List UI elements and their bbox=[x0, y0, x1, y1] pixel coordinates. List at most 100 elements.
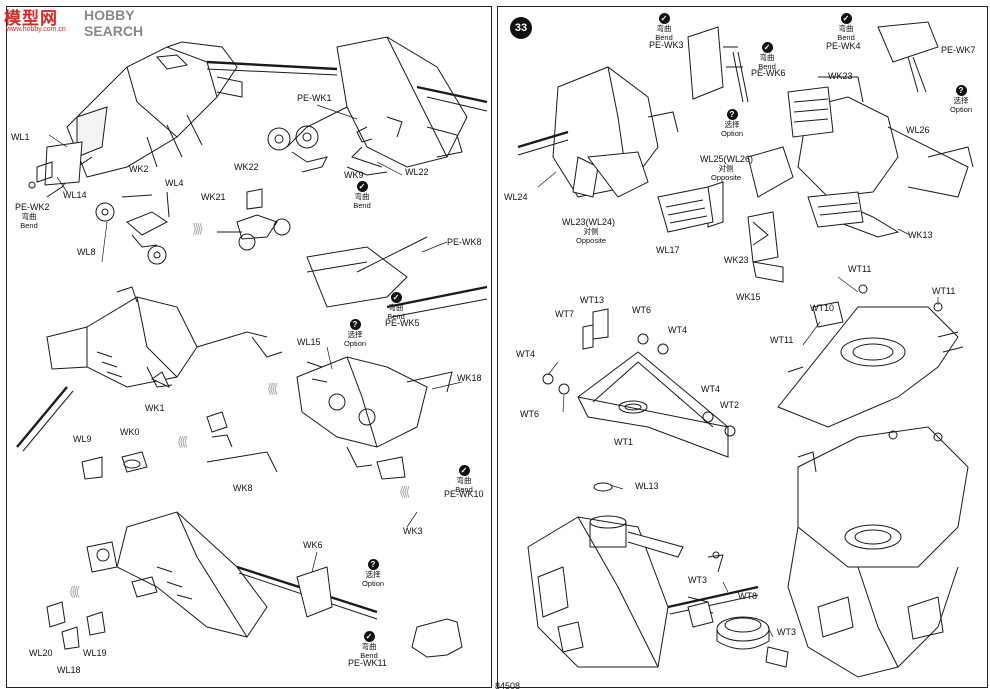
watermark-logo-en: HOBBY SEARCH bbox=[84, 7, 144, 39]
assembly-triangular-base bbox=[542, 308, 736, 458]
leader-lines-left bbox=[48, 104, 463, 573]
part-label-wl15: WL15 bbox=[297, 337, 321, 347]
assembly-wheel-subparts bbox=[95, 188, 291, 265]
assembly-middle-left-mount bbox=[16, 286, 283, 452]
part-label-wl14: WL14 bbox=[63, 190, 87, 200]
instruction-panel-left: ⟫⟫ ⟪⟪ ⟪⟪ ⟪⟪ ⟪⟪ WL1 WL14 PE-WK2 弯曲 Bend W… bbox=[6, 6, 492, 688]
part-label-wl9: WL9 bbox=[73, 434, 92, 444]
option-note-wl25: ? 选择 Option bbox=[720, 109, 744, 138]
bend-icon: ✓ bbox=[658, 13, 670, 24]
assembly-middle-right-cradle bbox=[296, 236, 488, 480]
part-label-pe-wk6: PE-WK6 bbox=[751, 68, 786, 78]
opposite-note-wl25: 对侧 Opposite bbox=[710, 164, 742, 182]
part-label-pe-wk8: PE-WK8 bbox=[447, 237, 482, 247]
bend-icon: ✓ bbox=[356, 181, 368, 192]
part-label-wk21: WK21 bbox=[201, 192, 226, 202]
part-label-pe-wk5: PE-WK5 bbox=[385, 318, 420, 328]
part-label-wk15: WK15 bbox=[736, 292, 761, 302]
part-label-wl26: WL26 bbox=[906, 125, 930, 135]
part-label-wk9: WK9 bbox=[344, 170, 364, 180]
part-label-wl25-wl26: WL25(WL26) bbox=[700, 154, 754, 164]
assembly-top-right-seat bbox=[747, 21, 974, 283]
part-label-wk3: WK3 bbox=[403, 526, 423, 536]
part-label-wl20: WL20 bbox=[29, 648, 53, 658]
step-number-badge: 33 bbox=[510, 17, 532, 39]
bend-note-pe-wk10: ✓ 弯曲 Bend bbox=[455, 465, 473, 494]
opposite-note-wl23: 对侧 Opposite bbox=[575, 227, 607, 245]
part-label-wt13: WT13 bbox=[580, 295, 605, 305]
option-icon: ? bbox=[726, 109, 738, 120]
option-note-wk6: ? 选择 Option bbox=[361, 559, 385, 588]
bend-note-pe-wk5: ✓ 弯曲 Bend bbox=[387, 292, 405, 321]
bend-note-pe-wk11: ✓ 弯曲 Bend bbox=[360, 631, 378, 660]
part-label-wt11-c: WT11 bbox=[770, 335, 794, 345]
part-label-wt1: WT1 bbox=[614, 437, 633, 447]
assembly-top-right-frame bbox=[267, 36, 488, 176]
assembly-top-left-trail bbox=[28, 41, 338, 198]
part-label-wk8: WK8 bbox=[233, 483, 253, 493]
part-label-pe-wk11: PE-WK11 bbox=[348, 658, 387, 668]
assembly-bottom-right-complete bbox=[787, 426, 969, 678]
bend-icon: ✓ bbox=[840, 13, 852, 24]
part-label-wt3-b: WT3 bbox=[777, 627, 796, 637]
part-label-wt7: WT7 bbox=[555, 309, 574, 319]
bend-note-wk9: ✓ 弯曲 Bend bbox=[353, 181, 371, 210]
assembly-small-brackets bbox=[81, 411, 278, 480]
option-note-wl15: ? 选择 Option bbox=[343, 319, 367, 348]
part-label-wk1: WK1 bbox=[145, 403, 165, 413]
part-label-wk22: WK22 bbox=[234, 162, 259, 172]
assembly-bottom-left-trail bbox=[46, 511, 463, 658]
part-label-wt2: WT2 bbox=[720, 400, 739, 410]
bend-icon: ✓ bbox=[458, 465, 470, 476]
part-label-wk13: WK13 bbox=[908, 230, 933, 240]
site-watermark: 模型网 HOBBY SEARCH www.hobby.com.cn bbox=[2, 2, 162, 39]
assembly-bottom-left-mount bbox=[527, 482, 759, 668]
watermark-logo-cn: 模型网 bbox=[4, 9, 58, 29]
part-label-wt6-b: WT6 bbox=[520, 409, 539, 419]
part-label-wl1: WL1 bbox=[11, 132, 30, 142]
part-label-wt4-b: WT4 bbox=[516, 349, 535, 359]
bend-icon: ✓ bbox=[761, 42, 773, 53]
option-icon: ? bbox=[955, 85, 967, 96]
part-label-wl24: WL24 bbox=[504, 192, 528, 202]
bend-note-pe-wk4: ✓ 弯曲 Bend bbox=[837, 13, 855, 42]
part-label-wl4: WL4 bbox=[165, 178, 184, 188]
part-label-wk2: WK2 bbox=[129, 164, 149, 174]
assembly-direction-arrow: ⟫⟫ bbox=[192, 222, 204, 237]
part-label-wt11-b: WT11 bbox=[932, 286, 956, 296]
part-label-wt4-c: WT4 bbox=[701, 384, 720, 394]
part-label-pe-wk1: PE-WK1 bbox=[297, 93, 332, 103]
part-label-wl23-wl24: WL23(WL24) bbox=[562, 217, 616, 227]
right-assembly-drawing bbox=[517, 21, 974, 678]
bend-note-pe-wk6: ✓ 弯曲 Bend bbox=[758, 42, 776, 71]
assembly-direction-arrow: ⟪⟪ bbox=[177, 435, 189, 450]
part-label-wl22: WL22 bbox=[405, 167, 429, 177]
part-label-pe-wk3: PE-WK3 bbox=[649, 40, 684, 50]
bend-icon: ✓ bbox=[363, 631, 375, 642]
part-label-pe-wk7: PE-WK7 bbox=[941, 45, 976, 55]
left-assembly-drawing bbox=[16, 36, 488, 658]
part-label-wt3-a: WT3 bbox=[688, 575, 707, 585]
page-code: 84508 bbox=[495, 681, 521, 689]
part-label-wk18: WK18 bbox=[457, 373, 482, 383]
instruction-panel-right: 33 bbox=[497, 6, 988, 688]
part-label-wl17: WL17 bbox=[656, 245, 680, 255]
assembly-rotating-base bbox=[777, 284, 964, 428]
part-label-wt8: WT8 bbox=[738, 591, 757, 601]
part-label-wk23-mid: WK23 bbox=[724, 255, 749, 265]
bend-note-pe-wk2: 弯曲 Bend bbox=[20, 212, 38, 230]
part-label-wl18: WL18 bbox=[57, 665, 81, 675]
bend-icon: ✓ bbox=[390, 292, 402, 303]
option-note-wk23: ? 选择 Option bbox=[949, 85, 973, 114]
part-label-wt4-a: WT4 bbox=[668, 325, 687, 335]
part-label-wl8: WL8 bbox=[77, 247, 96, 257]
part-label-pe-wk10: PE-WK10 bbox=[444, 489, 484, 499]
part-label-wk0: WK0 bbox=[120, 427, 140, 437]
part-label-wk6: WK6 bbox=[303, 540, 323, 550]
part-label-wl13: WL13 bbox=[635, 481, 659, 491]
part-label-wl19: WL19 bbox=[83, 648, 107, 658]
part-label-wt6-a: WT6 bbox=[632, 305, 651, 315]
part-label-pe-wk4: PE-WK4 bbox=[826, 41, 861, 51]
bend-note-pe-wk3: ✓ 弯曲 Bend bbox=[655, 13, 673, 42]
assembly-direction-arrow: ⟪⟪ bbox=[399, 485, 411, 500]
